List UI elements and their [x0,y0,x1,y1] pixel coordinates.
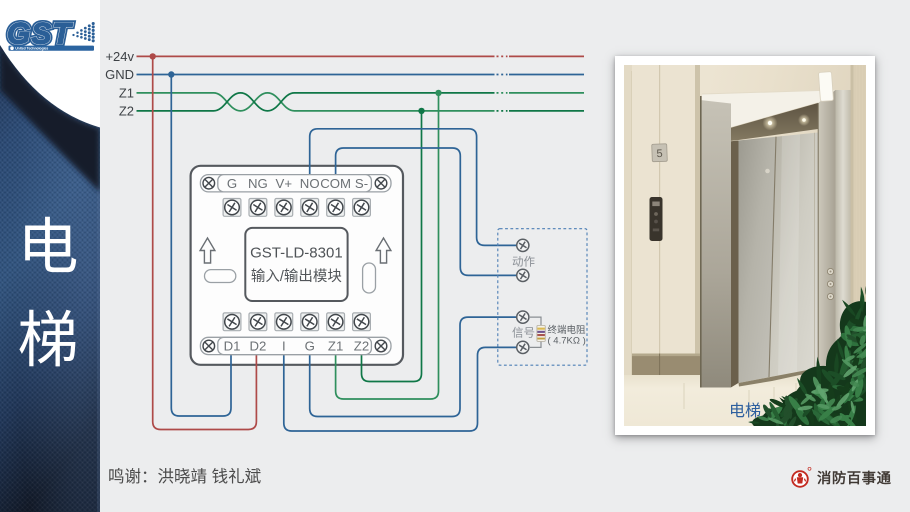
module-top-terminal-labels: G NG V+ NO COM S- [227,176,368,191]
arrow-up-right [374,236,393,264]
plant [748,285,866,426]
wire-24v-to-d2 [151,56,258,431]
wire-g-to-signal-upper [308,316,517,418]
junction-z2 [418,107,425,115]
sidebar-art: GST GST GST United Technologies [0,0,100,512]
module: G NG V+ NO COM S- GST-LD-8301 输入/输出模块 [198,173,393,356]
terminal-z1: Z1 [328,339,343,354]
wire-i-to-signal-lower [282,346,517,432]
gst-logo-bar [8,45,94,51]
wire-z2 [360,110,423,383]
credit-text: 鸣谢：洪晓靖 钱礼斌 [108,463,262,487]
terminal-no: NO [300,176,320,191]
bus-label-24v: +24v [105,49,134,64]
resistor-label-line1: 终端电阻 [548,324,587,336]
resistor-label-line2: ( 4.7KΩ ) [548,336,586,347]
wire-no-to-action-upper [308,127,517,247]
terminal-ng: NG [248,176,268,191]
module-subtitle: 输入/输出模块 [251,268,343,285]
elevator-transom-panel [702,90,835,136]
terminal-g-bottom: G [305,339,315,354]
bus-line-z1-z2-twisted-pair [136,92,584,112]
module-bottom-terminal-labels: D1 D2 I G Z1 Z2 [224,339,370,354]
bus-label-z1: Z1 [119,86,134,101]
elevator-door-left [738,136,776,383]
brand-logo: 消防百事通 [790,466,891,490]
device-screws [515,238,530,355]
sidebar-white-arc [0,0,100,128]
terminal-d1: D1 [224,339,241,354]
device-block-outline [497,228,588,366]
module-label-box [244,226,349,302]
terminal-sminus: S- [355,176,368,191]
sidebar: GST GST GST United Technologies 电 梯 [0,0,100,512]
module-bottom-end-screws [202,339,388,353]
bus-lines [136,55,584,112]
elevator-door-right [769,132,818,378]
intercom-panel [649,197,663,241]
brand-icon [791,466,812,488]
wire-com-to-action-lower [334,147,517,277]
terminal-com: COM [320,176,351,191]
gst-logo-dots [72,21,95,43]
terminal-z2: Z2 [354,339,369,354]
gst-logo: GST GST GST United Technologies [4,15,95,53]
module-screws [222,197,372,332]
module-slot-left [203,268,237,284]
bus-label-gnd: GND [105,67,134,82]
elevator-photo: 5 [615,56,875,435]
junction-gnd [168,71,175,78]
svg-text:GST: GST [7,18,73,51]
terminal-vplus: V+ [276,176,293,191]
sidebar-dark-arc [0,45,100,192]
gst-logo-tagline: United Technologies [15,47,48,51]
terminal-i: I [282,339,286,354]
module-top-end-screws [202,176,388,190]
elevator-photo-image: 5 [624,65,866,426]
floor-sign-number: 5 [656,148,663,160]
wire-gnd-to-d1 [170,74,232,417]
module-slot-right [361,262,377,294]
bus-label-z2: Z2 [119,104,134,119]
registered-mark [807,466,812,471]
wire-z1 [334,92,440,400]
junction-z1 [435,89,442,97]
floor-sign: 5 [651,143,668,163]
photo-caption: 电梯 [728,397,761,421]
junction-dots [149,53,442,115]
arrow-up-left [198,236,217,264]
sidebar-title-char-1: 电 [17,197,79,286]
junction-24v [149,53,156,60]
module-model: GST-LD-8301 [250,245,343,262]
device-terminal-block: 动作 信号 终端电阻 ( 4.7KΩ ) [497,228,588,366]
terminal-resistor [529,316,546,348]
signal-label: 信号 [512,327,535,340]
brand-text: 消防百事通 [817,466,892,488]
action-label: 动作 [512,256,535,269]
terminal-d2: D2 [249,339,266,354]
terminal-g-top: G [227,176,237,191]
sidebar-title-char-2: 梯 [17,290,79,379]
wires [151,56,517,432]
gst-logo-bar-emblem [10,46,14,50]
module-orientation-arrows [198,236,393,264]
